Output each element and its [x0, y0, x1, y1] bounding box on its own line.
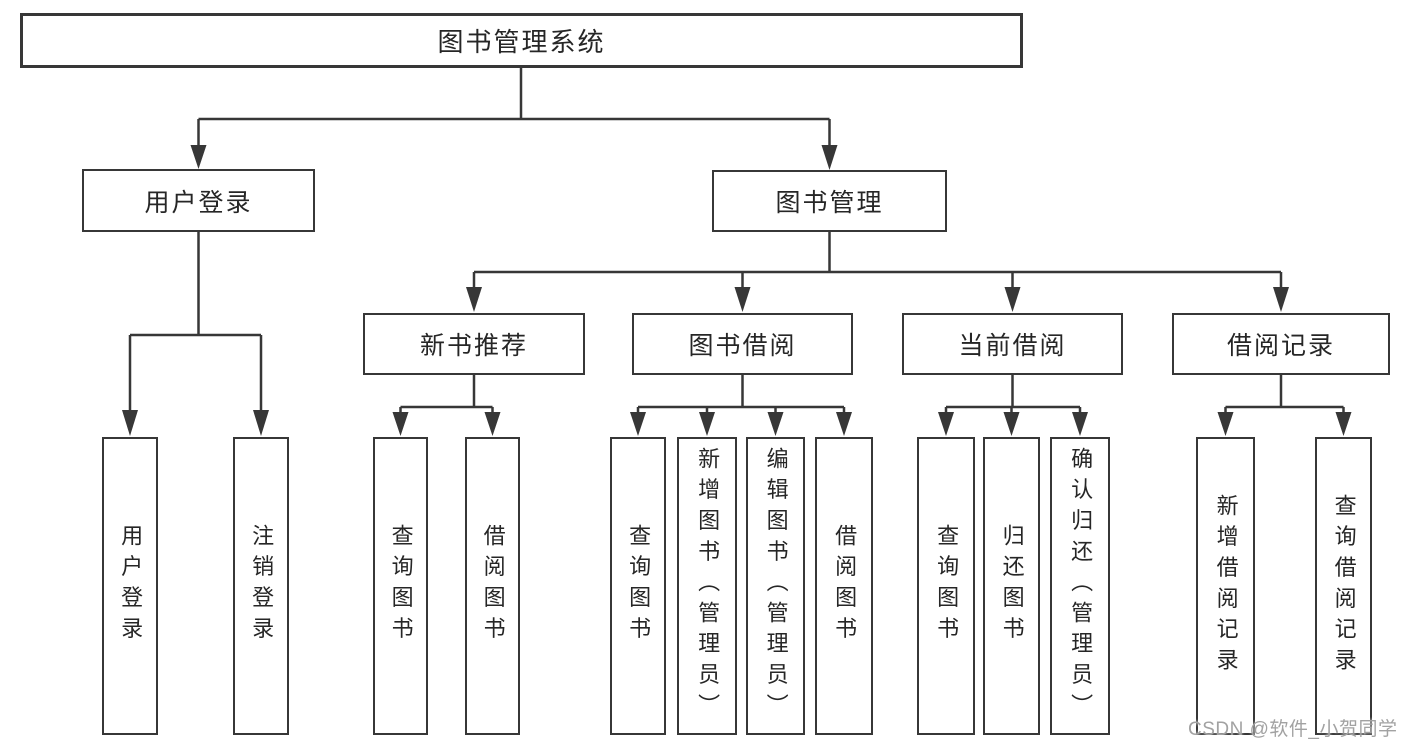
connector-new-book-arrowheads — [392, 412, 501, 436]
node-new-book-recommend: 新书推荐 — [363, 313, 585, 375]
leaf-return-books: 归还图书 — [983, 437, 1040, 735]
leaf-borrow-books: 借阅图书 — [815, 437, 873, 735]
node-current-borrowing: 当前借阅 — [902, 313, 1123, 375]
connector-root-arrowheads — [190, 145, 838, 170]
leaf-query-books-current: 查询图书 — [917, 437, 975, 735]
leaf-query-books-recommend: 查询图书 — [373, 437, 428, 735]
node-book-management: 图书管理 — [712, 170, 947, 232]
leaf-user-login: 用户登录 — [102, 437, 158, 735]
leaf-query-books: 查询图书 — [610, 437, 666, 735]
node-root-library-system: 图书管理系统 — [20, 13, 1023, 68]
leaf-query-borrow-record: 查询借阅记录 — [1315, 437, 1372, 735]
leaf-logout: 注销登录 — [233, 437, 289, 735]
connector-user-login-arrowheads — [122, 410, 269, 436]
node-user-login: 用户登录 — [82, 169, 315, 232]
connector-borrow-record — [1224, 375, 1345, 414]
connector-book-mgmt — [472, 232, 1283, 289]
connector-root — [197, 68, 831, 147]
connector-user-login — [128, 232, 263, 412]
connector-borrow-record-arrowheads — [1217, 412, 1352, 436]
node-book-borrowing: 图书借阅 — [632, 313, 853, 375]
leaf-borrow-books-recommend: 借阅图书 — [465, 437, 520, 735]
csdn-watermark: CSDN @软件_小贺同学 — [1188, 719, 1398, 740]
leaf-confirm-return-admin: 确认归还（管理员） — [1050, 437, 1110, 735]
connector-new-book — [399, 375, 494, 414]
connector-book-borrow — [636, 375, 846, 414]
leaf-edit-books-admin: 编辑图书（管理员） — [746, 437, 805, 735]
leaf-add-borrow-record: 新增借阅记录 — [1196, 437, 1255, 735]
connector-current-borrow — [944, 375, 1082, 414]
node-borrowing-records: 借阅记录 — [1172, 313, 1390, 375]
connector-current-borrow-arrowheads — [938, 412, 1088, 436]
connector-book-mgmt-arrowheads — [466, 287, 1289, 312]
leaf-add-books-admin: 新增图书（管理员） — [677, 437, 737, 735]
connector-book-borrow-arrowheads — [630, 412, 852, 436]
